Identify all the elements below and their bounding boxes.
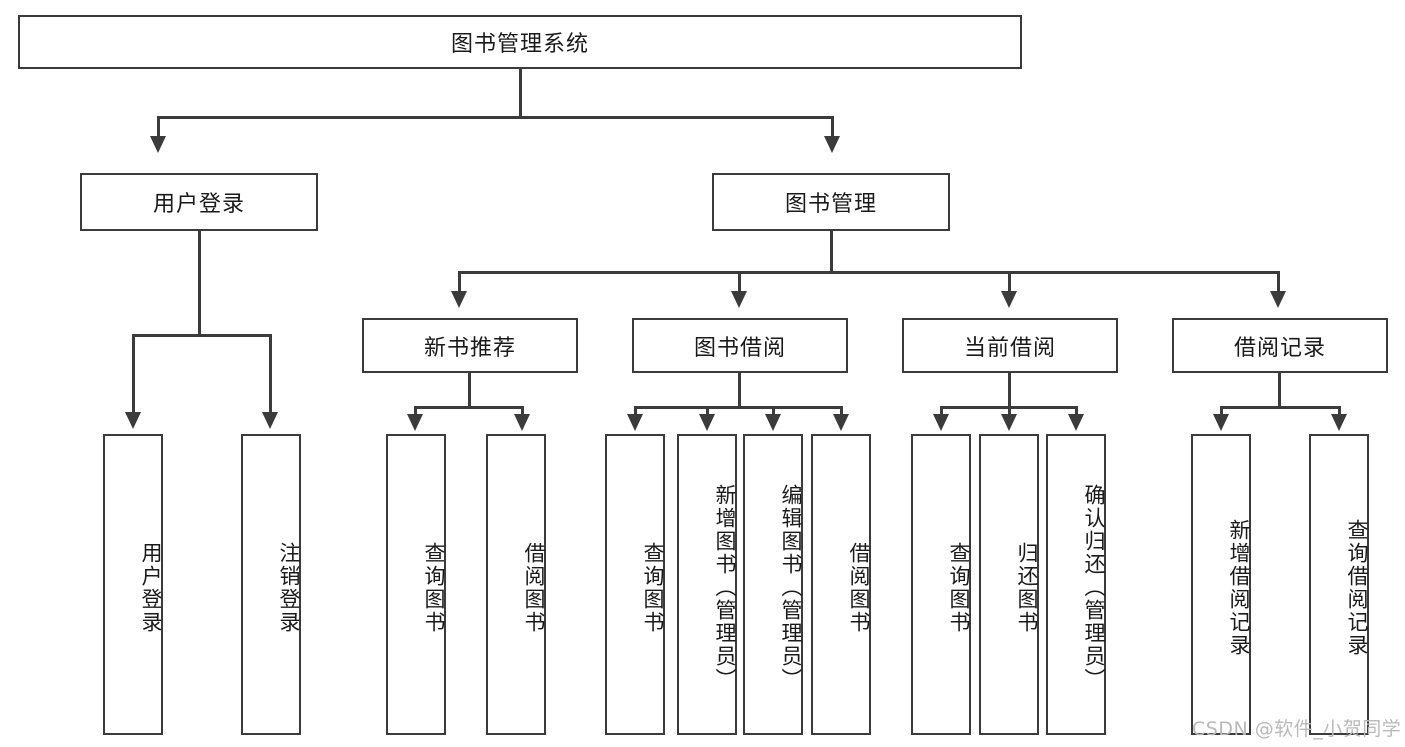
- arrow-book-borrow-to-leaf-4: [833, 414, 849, 431]
- arrow-book-borrow-to-leaf-2: [699, 414, 715, 431]
- node-book-manage[interactable]: 图书管理: [712, 173, 950, 231]
- node-current-borrow[interactable]: 当前借阅: [902, 318, 1118, 373]
- edge-new-book-to-leaf-2: [521, 406, 524, 416]
- leaf-current-borrow-confirm-admin[interactable]: 确认归还（管理员）: [1046, 434, 1106, 735]
- edge-book-borrow-bar: [634, 406, 842, 409]
- edge-user-login-stem: [198, 231, 201, 336]
- edge-current-borrow-to-leaf-2: [1008, 406, 1011, 416]
- node-label: 注销登录: [277, 541, 301, 634]
- node-new-book-recommend[interactable]: 新书推荐: [362, 318, 578, 373]
- leaf-borrow-record-add[interactable]: 新增借阅记录: [1191, 434, 1251, 735]
- edge-current-borrow-to-leaf-1: [940, 406, 943, 416]
- leaf-user-login-logout[interactable]: 注销登录: [241, 434, 301, 735]
- node-label: 归还图书: [1015, 541, 1039, 634]
- edge-root-stem: [519, 69, 522, 118]
- node-label: 图书管理: [784, 192, 877, 217]
- node-label: 查询借阅记录: [1345, 518, 1369, 657]
- node-user-login[interactable]: 用户登录: [80, 173, 318, 231]
- arrow-current-borrow-to-leaf-3: [1068, 414, 1084, 431]
- arrow-book-borrow-to-leaf-3: [765, 414, 781, 431]
- arrow-current-borrow-to-leaf-2: [1001, 414, 1017, 431]
- leaf-new-book-query[interactable]: 查询图书: [386, 434, 446, 735]
- edge-book-borrow-stem: [738, 373, 741, 408]
- node-book-borrow[interactable]: 图书借阅: [632, 318, 848, 373]
- edge-root-to-book-manage: [831, 116, 834, 138]
- edge-current-borrow-to-leaf-3: [1075, 406, 1078, 416]
- edge-book-manage-stem: [830, 231, 833, 273]
- arrow-book-borrow-to-leaf-1: [627, 414, 643, 431]
- node-label: 图书借阅: [693, 335, 786, 361]
- edge-borrow-record-to-leaf-1: [1220, 406, 1223, 416]
- edge-book-manage-to-book-borrow: [738, 271, 741, 293]
- edge-user-login-bar: [132, 334, 271, 337]
- edge-new-book-to-leaf-1: [414, 406, 417, 416]
- edge-current-borrow-stem: [1008, 373, 1011, 408]
- edge-book-manage-bar: [458, 271, 1280, 274]
- node-label: 图书管理系统: [450, 32, 589, 57]
- arrow-new-book-to-leaf-1: [407, 414, 423, 431]
- arrow-user-login-to-leaf-1: [125, 412, 141, 429]
- arrow-book-manage-to-borrow-record: [1270, 291, 1286, 308]
- leaf-book-borrow-borrow[interactable]: 借阅图书: [811, 434, 871, 735]
- edge-book-manage-to-current-borrow: [1008, 271, 1011, 293]
- arrow-root-to-user-login: [150, 136, 166, 153]
- leaf-new-book-borrow[interactable]: 借阅图书: [486, 434, 546, 735]
- edge-book-borrow-to-leaf-3: [772, 406, 775, 416]
- node-label: 当前借阅: [963, 335, 1056, 361]
- node-borrow-record[interactable]: 借阅记录: [1172, 318, 1388, 373]
- arrow-borrow-record-to-leaf-2: [1331, 414, 1347, 431]
- edge-new-book-bar: [414, 406, 524, 409]
- edge-root-to-user-login: [157, 116, 160, 138]
- node-label: 查询图书: [947, 541, 971, 634]
- edge-book-borrow-to-leaf-2: [706, 406, 709, 416]
- node-label: 查询图书: [641, 541, 665, 634]
- arrow-current-borrow-to-leaf-1: [933, 414, 949, 431]
- arrow-user-login-to-leaf-2: [262, 412, 278, 429]
- leaf-book-borrow-edit-admin[interactable]: 编辑图书（管理员）: [743, 434, 803, 735]
- csdn-watermark: CSDN @软件_小贺同学: [1192, 714, 1401, 741]
- edge-borrow-record-bar: [1220, 406, 1340, 409]
- leaf-book-borrow-add-admin[interactable]: 新增图书（管理员）: [677, 434, 737, 735]
- arrow-borrow-record-to-leaf-1: [1213, 414, 1229, 431]
- node-label: 编辑图书（管理员）: [779, 484, 803, 691]
- edge-root-bar: [157, 116, 834, 119]
- node-label: 用户登录: [139, 541, 163, 634]
- edge-book-manage-to-borrow-record: [1277, 271, 1280, 293]
- edge-book-borrow-to-leaf-1: [634, 406, 637, 416]
- leaf-borrow-record-query[interactable]: 查询借阅记录: [1309, 434, 1369, 735]
- arrow-book-manage-to-current-borrow: [1001, 291, 1017, 308]
- edge-borrow-record-to-leaf-2: [1338, 406, 1341, 416]
- node-label: 借阅图书: [522, 541, 546, 634]
- arrow-book-manage-to-new-book: [451, 291, 467, 308]
- node-label: 借阅图书: [847, 541, 871, 634]
- leaf-current-borrow-return[interactable]: 归还图书: [979, 434, 1039, 735]
- edge-user-login-to-leaf-2: [269, 334, 272, 414]
- arrow-new-book-to-leaf-2: [514, 414, 530, 431]
- leaf-user-login-login[interactable]: 用户登录: [103, 434, 163, 735]
- edge-borrow-record-stem: [1278, 373, 1281, 408]
- edge-user-login-to-leaf-1: [132, 334, 135, 414]
- arrow-root-to-book-manage: [824, 136, 840, 153]
- node-label: 新增借阅记录: [1227, 518, 1251, 657]
- arrow-book-manage-to-book-borrow: [731, 291, 747, 308]
- node-label: 借阅记录: [1233, 335, 1326, 361]
- node-label: 新书推荐: [423, 335, 516, 361]
- watermark-text: CSDN @软件_小贺同学: [1192, 718, 1402, 740]
- node-label: 查询图书: [422, 541, 446, 634]
- edge-new-book-stem: [468, 373, 471, 408]
- leaf-book-borrow-query[interactable]: 查询图书: [605, 434, 665, 735]
- node-label: 新增图书（管理员）: [713, 484, 737, 691]
- edge-book-manage-to-new-book: [458, 271, 461, 293]
- node-root-system[interactable]: 图书管理系统: [18, 15, 1022, 69]
- node-label: 用户登录: [152, 192, 245, 217]
- leaf-current-borrow-query[interactable]: 查询图书: [911, 434, 971, 735]
- node-label: 确认归还（管理员）: [1082, 484, 1106, 691]
- edge-book-borrow-to-leaf-4: [840, 406, 843, 416]
